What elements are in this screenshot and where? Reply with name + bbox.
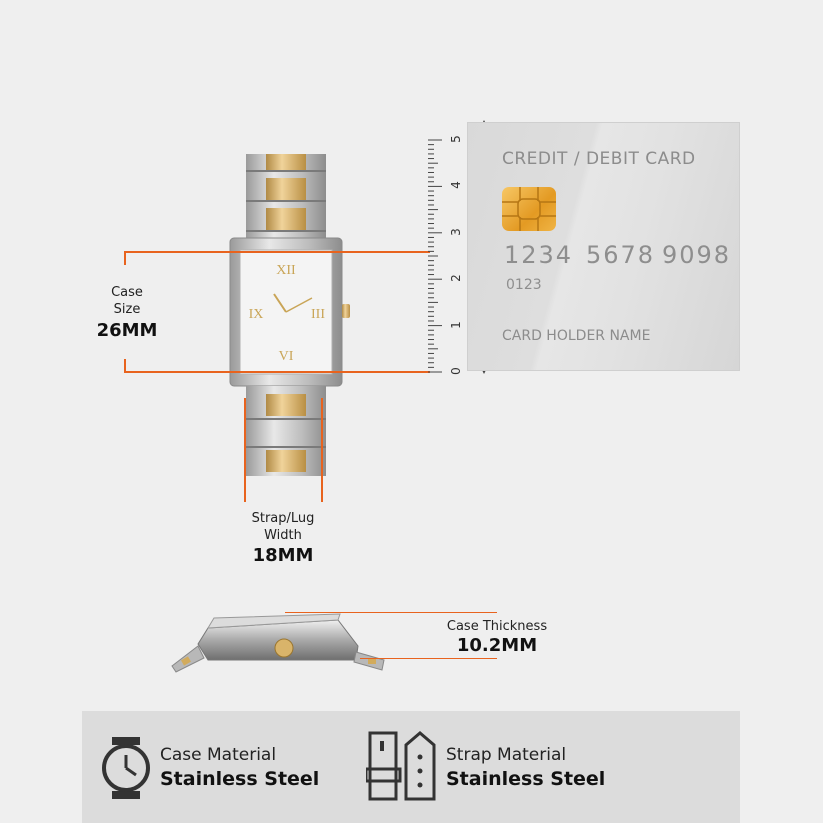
watch-case-icon [102,737,150,799]
svg-text:VI: VI [279,349,294,364]
ruler-tick-label: 2 [449,274,463,283]
card-number-group-2: 5678 [586,241,656,269]
materials-bar: Case Material Stainless Steel Strap Mate… [82,711,740,823]
case-size-top-line [124,251,430,253]
case-material-value: Stainless Steel [160,768,320,790]
case-thickness-top-line [285,612,497,613]
case-size-bottom-line [124,371,430,373]
card-number-group-1: 1234 [504,241,574,269]
strap-material-title: Strap Material [446,745,567,765]
credit-card-reference: CREDIT / DEBIT CARD 1234 5678 9098 0123 … [467,122,740,371]
case-size-label-line1: Case [111,285,143,300]
case-thickness-label: Case Thickness [446,619,548,634]
ruler-tick-label: 4 [449,181,463,190]
ruler-tick-label: 0 [449,367,463,375]
card-holder-name: CARD HOLDER NAME [502,328,651,344]
strap-width-label-line1: Strap/Lug [251,511,315,526]
case-thickness-bottom-line [360,658,497,659]
ruler [428,139,442,373]
ruler-tick-label: 3 [449,227,463,236]
strap-width-label: Strap/Lug Width [238,510,328,544]
svg-text:XII: XII [276,263,296,278]
svg-text:III: III [311,307,325,322]
svg-text:IX: IX [249,307,264,322]
strap-material-value: Stainless Steel [446,768,606,790]
watch-front-illustration: XII VI IX III [229,154,350,476]
card-small-number: 0123 [506,277,542,293]
card-number-group-3: 9098 [662,241,732,269]
strap-width-label-line2: Width [264,528,302,543]
ruler-tick-label: 1 [449,320,463,329]
watch-side-illustration [171,613,385,673]
case-size-label: Case Size [92,284,162,318]
strap-icon [366,731,436,801]
strap-width-left-line [244,398,246,502]
strap-width-value: 18MM [252,545,314,566]
case-material-title: Case Material [160,745,277,765]
case-thickness-value: 10.2MM [456,635,538,656]
card-chip-icon [502,187,556,231]
case-size-label-line2: Size [113,302,141,317]
case-size-value: 26MM [96,320,158,341]
strap-width-right-line [321,398,323,502]
case-size-left-tick-top [124,251,126,265]
card-title: CREDIT / DEBIT CARD [502,149,696,169]
case-size-left-tick-bottom [124,359,126,373]
ruler-tick-label: 5 [449,135,463,143]
